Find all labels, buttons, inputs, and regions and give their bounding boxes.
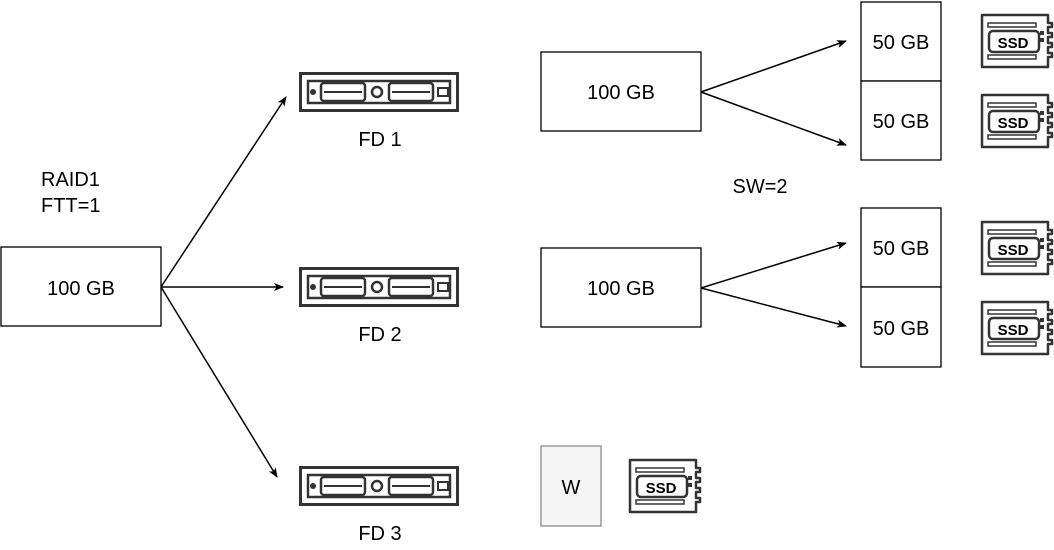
svg-text:SSD: SSD xyxy=(998,322,1029,339)
fault-domain-3: FD 3 xyxy=(299,466,459,545)
server-icon xyxy=(299,267,459,307)
server-icon xyxy=(299,72,459,112)
stripe-label: 50 GB xyxy=(873,238,930,260)
witness-label: W xyxy=(562,477,581,499)
stripe-label: 50 GB xyxy=(873,32,930,54)
svg-text:SSD: SSD xyxy=(998,115,1029,132)
ssd-icon: SSD xyxy=(980,300,1054,356)
fault-domain-2: FD 2 xyxy=(299,267,459,346)
fault-domain-1: FD 1 xyxy=(299,72,459,151)
ftt-label: FTT=1 xyxy=(41,195,100,217)
svg-text:SSD: SSD xyxy=(998,35,1029,52)
stripe-label: 50 GB xyxy=(873,111,930,133)
component-label: 100 GB xyxy=(587,278,655,300)
component-box-2: 100 GB xyxy=(540,247,702,328)
stripe-box: 50 GB xyxy=(860,80,942,161)
witness-box: W xyxy=(540,445,602,527)
stripe-box: 50 GB xyxy=(860,286,942,368)
fault-domain-arrows xyxy=(160,96,287,478)
arrow-to-fd1 xyxy=(160,96,287,288)
svg-text:SSD: SSD xyxy=(998,242,1029,259)
arrow-to-stripe xyxy=(700,91,847,146)
component-label: 100 GB xyxy=(587,82,655,104)
raid-level-label: RAID1 xyxy=(41,169,100,191)
server-icon xyxy=(299,466,459,506)
stripe-label: 50 GB xyxy=(873,318,930,340)
stripe-arrows-1 xyxy=(700,40,847,146)
arrow-to-fd3 xyxy=(160,286,278,478)
fault-domain-label: FD 1 xyxy=(358,129,401,151)
ssd-icon: SSD xyxy=(980,13,1054,69)
source-object-box: 100 GB xyxy=(0,246,162,327)
stripe-box: 50 GB xyxy=(860,207,942,288)
arrow-to-stripe xyxy=(700,40,847,93)
ssd-icon: SSD xyxy=(628,458,702,514)
component-box-1: 100 GB xyxy=(540,51,702,132)
arrow-to-stripe xyxy=(700,287,847,328)
ssd-icon: SSD xyxy=(980,93,1054,149)
stripe-width-label: SW=2 xyxy=(732,176,787,198)
stripe-arrows-2 xyxy=(700,241,847,328)
svg-text:SSD: SSD xyxy=(646,480,677,497)
fault-domain-label: FD 3 xyxy=(358,523,401,545)
arrow-to-stripe xyxy=(700,241,847,289)
fault-domain-label: FD 2 xyxy=(358,324,401,346)
source-object-label: 100 GB xyxy=(47,278,115,300)
ssd-icon: SSD xyxy=(980,220,1054,276)
stripe-box: 50 GB xyxy=(860,1,942,82)
